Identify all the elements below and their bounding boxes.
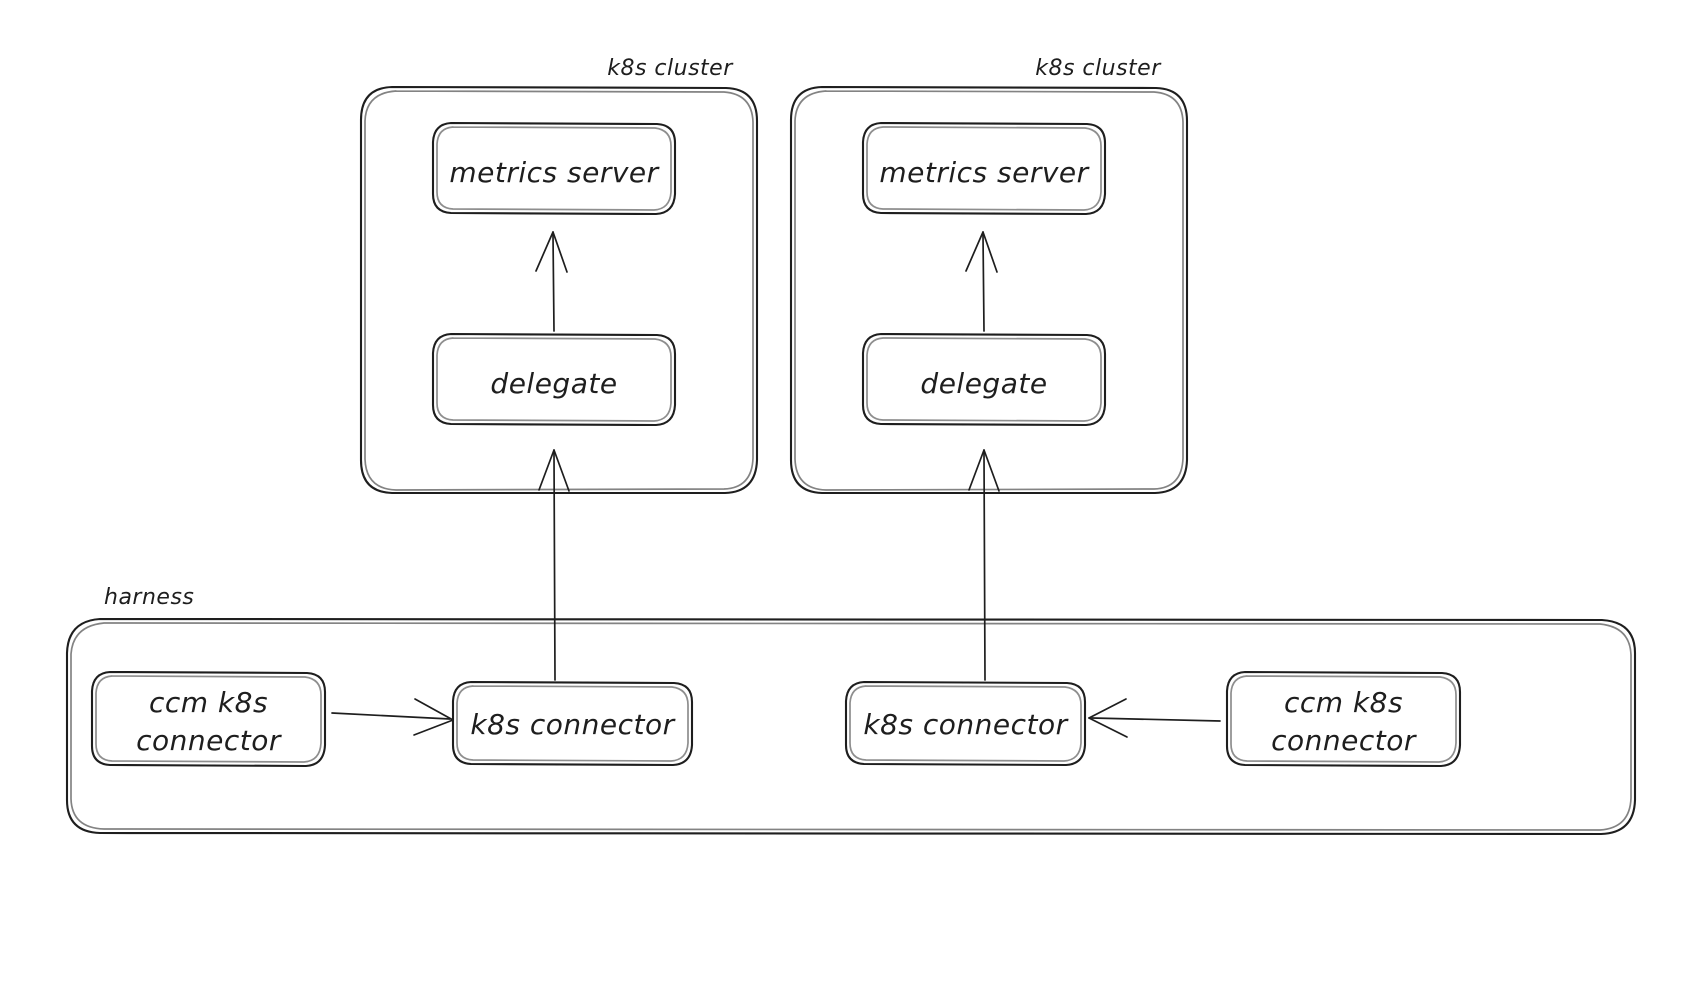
container-k8s-cluster-right-outline	[789, 85, 1189, 495]
node-delegate-right[interactable]	[862, 333, 1105, 425]
edge-ccm-to-k8s-connector-left	[331, 698, 454, 736]
edge-ccm-to-k8s-connector-right	[1088, 698, 1221, 738]
node-ccm-k8s-connector-left[interactable]	[90, 671, 326, 766]
container-k8s-cluster-left-outline	[359, 85, 759, 495]
node-k8s-connector-right-outline	[844, 680, 1087, 767]
edge-k8s-connector-to-delegate-right	[968, 449, 1000, 681]
node-metrics-server-right[interactable]	[862, 122, 1105, 214]
node-metrics-server-right-outline	[861, 121, 1107, 216]
node-delegate-left-outline	[431, 332, 677, 427]
node-k8s-connector-left[interactable]	[452, 681, 693, 765]
node-metrics-server-left[interactable]	[432, 122, 675, 214]
edge-delegate-to-metrics-server-left	[535, 231, 568, 332]
container-harness-outline	[65, 617, 1637, 836]
node-ccm-k8s-connector-right-outline	[1225, 670, 1462, 768]
edge-delegate-to-metrics-server-right	[965, 231, 998, 332]
node-delegate-right-outline	[861, 332, 1107, 427]
node-k8s-connector-right[interactable]	[845, 681, 1086, 765]
node-k8s-connector-left-outline	[451, 680, 694, 767]
edge-k8s-connector-to-delegate-left	[538, 449, 570, 681]
node-ccm-k8s-connector-left-outline	[90, 670, 327, 768]
node-delegate-left[interactable]	[432, 333, 675, 425]
node-metrics-server-left-outline	[431, 121, 677, 216]
node-ccm-k8s-connector-right[interactable]	[1225, 671, 1461, 766]
